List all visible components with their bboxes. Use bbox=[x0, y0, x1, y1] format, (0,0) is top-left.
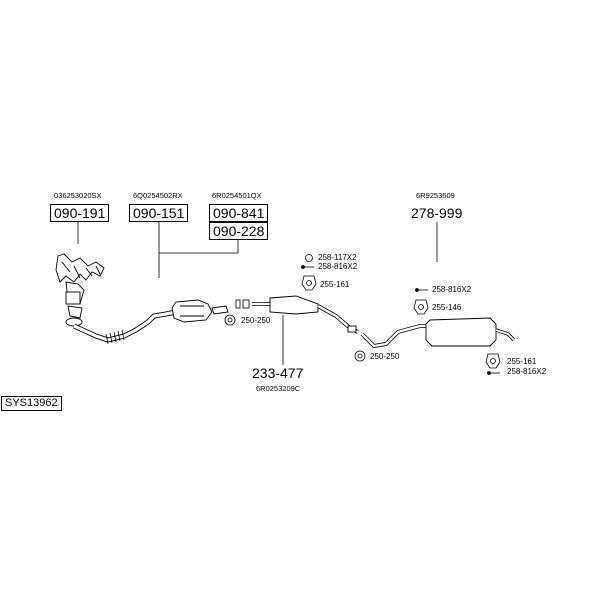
fitting-label: 258-816X2 bbox=[432, 285, 472, 294]
fitting-label: 255-146 bbox=[432, 303, 462, 312]
front-pipe bbox=[72, 309, 177, 345]
component-number[interactable]: 090-191 bbox=[50, 204, 110, 222]
fitting-label: 258-117X2 bbox=[318, 253, 357, 262]
part-number: 036253020SX bbox=[54, 191, 102, 200]
part-number: 6R0253209C bbox=[256, 384, 301, 393]
pipe-joint bbox=[235, 299, 250, 309]
component-number[interactable]: 090-228 bbox=[209, 222, 269, 240]
component-number[interactable]: 233-477 bbox=[252, 365, 304, 381]
part-number: 6R9253609 bbox=[416, 191, 455, 200]
component-number[interactable]: 090-841 bbox=[209, 204, 269, 222]
component-number[interactable]: 278-999 bbox=[411, 205, 463, 221]
rubber-mount-icon bbox=[485, 353, 501, 369]
fitting-label: 250-250 bbox=[370, 352, 400, 361]
bolt-icon bbox=[487, 371, 500, 375]
bolt-icon bbox=[301, 265, 314, 269]
fitting-label: 258-816X2 bbox=[318, 262, 358, 271]
rear-silencer bbox=[425, 317, 516, 347]
fitting-label: 250-250 bbox=[241, 316, 271, 325]
exhaust-manifold bbox=[55, 253, 105, 327]
part-number: 6Q0254502RX bbox=[133, 191, 183, 200]
system-code: SYS13962 bbox=[1, 396, 62, 411]
fitting-label: 258-816X2 bbox=[507, 367, 547, 376]
clamp-icon bbox=[224, 314, 236, 326]
rubber-mount-icon bbox=[413, 299, 429, 315]
fitting-label: 255-161 bbox=[320, 280, 350, 289]
part-number: 6R0254501QX bbox=[212, 191, 262, 200]
component-number[interactable]: 090-151 bbox=[129, 204, 189, 222]
rubber-mount-icon bbox=[301, 275, 317, 291]
bolt-icon bbox=[415, 288, 428, 292]
fitting-label: 255-161 bbox=[507, 357, 537, 366]
rear-pipe bbox=[360, 324, 432, 349]
clamp-icon bbox=[354, 350, 366, 362]
clamp-icon bbox=[305, 254, 313, 262]
catalytic-converter bbox=[171, 299, 229, 323]
centre-silencer bbox=[252, 295, 359, 334]
